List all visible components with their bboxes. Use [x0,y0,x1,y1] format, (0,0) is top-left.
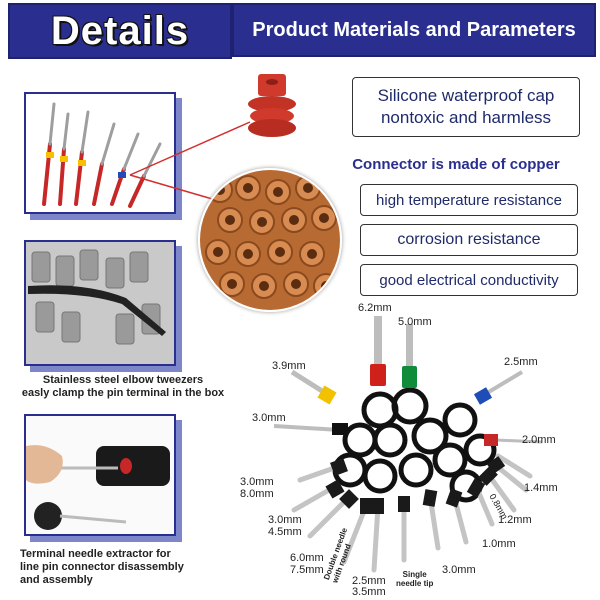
tweezers-caption-line-1: Stainless steel elbow tweezers [42,374,204,386]
tweezers-photo [24,240,176,366]
property-corrosion: corrosion resistance [360,224,578,256]
details-title: Details [50,8,190,53]
cap-line-2: nontoxic and harmless [380,108,552,127]
cap-line-1: Silicone waterproof cap [377,86,555,105]
size-1-2: 1.2mm [498,514,532,526]
size-3-0-d: 3.0mm [442,564,476,576]
size-2-5: 2.5mm [504,356,538,368]
size-3-9: 3.9mm [272,360,306,372]
property-temperature: high temperature resistance [360,184,578,216]
extractor-illustration [26,416,174,534]
property-corrosion-text: corrosion resistance [397,231,541,248]
size-3-0-8-0: 3.0mm 8.0mm [240,476,274,500]
copper-title: Connector is made of copper [352,156,560,173]
property-conductivity: good electrical conductivity [360,264,578,296]
single-needle-label: Single needle tip [396,570,433,588]
parameters-banner: Product Materials and Parameters [232,3,596,57]
size-8-0: 8.0mm [240,488,274,500]
pin-terminals-illustration [42,102,162,208]
size-6-2: 6.2mm [358,302,392,314]
size-3-0-b: 3.0mm [240,476,274,488]
extractor-caption-line-3: and assembly [20,574,93,586]
size-3-0-c: 3.0mm [268,514,302,526]
size-6-0: 6.0mm [290,552,324,564]
tweezers-caption: Stainless steel elbow tweezers easly cla… [18,374,228,400]
size-7-5: 7.5mm [290,564,324,576]
size-2-5-b: 2.5mm [352,575,386,587]
copper-tubes-photo [198,168,342,312]
size-3-0-4-5: 3.0mm 4.5mm [268,514,302,538]
size-1-4: 1.4mm [524,482,558,494]
extractor-photo [24,414,176,536]
extractor-caption-line-2: line pin connector disassembly [20,561,184,573]
extractor-caption-line-1: Terminal needle extractor for [20,548,171,560]
property-conductivity-text: good electrical conductivity [379,271,559,289]
size-5-0: 5.0mm [398,316,432,328]
single-needle-line-2: needle tip [396,579,434,588]
extractor-tool-set-illustration [273,316,543,573]
size-1-0: 1.0mm [482,538,516,550]
details-banner: Details [8,3,232,59]
silicone-cap-icon [248,74,296,137]
size-6-0-7-5: 6.0mm 7.5mm [290,552,324,576]
size-2-5-3-5: 2.5mm 3.5mm [352,576,386,598]
parameters-title: Product Materials and Parameters [252,18,576,41]
extractor-caption: Terminal needle extractor for line pin c… [20,548,220,587]
pin-terminals-photo [24,92,176,214]
size-3-0-a: 3.0mm [252,412,286,424]
property-temperature-text: high temperature resistance [376,191,562,209]
tweezers-caption-line-2: easly clamp the pin terminal in the box [21,387,225,399]
copper-tubes-illustration [200,170,340,310]
tweezers-illustration [26,242,174,364]
size-2-0: 2.0mm [522,434,556,446]
size-4-5: 4.5mm [268,526,302,538]
single-needle-line-1: Single [402,570,427,579]
size-3-5: 3.5mm [352,586,386,598]
silicone-cap-box: Silicone waterproof cap nontoxic and har… [352,77,580,137]
